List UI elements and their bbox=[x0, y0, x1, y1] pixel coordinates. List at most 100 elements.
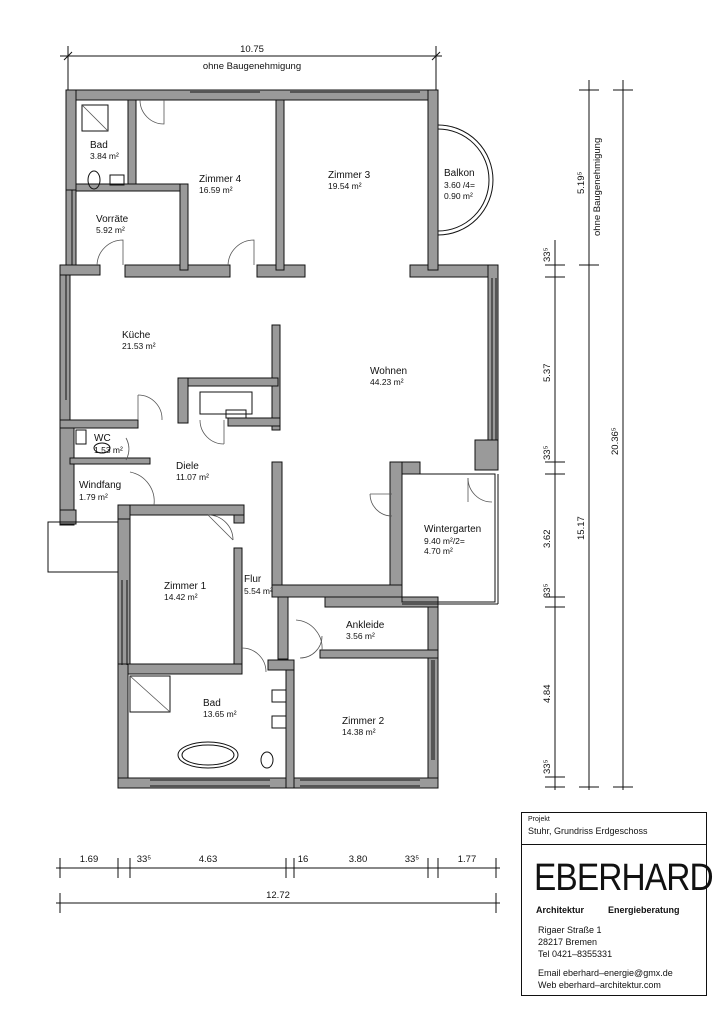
dimension-bottom: 1.69 33⁵ 4.63 16 3.80 33⁵ 1.77 12.72 bbox=[56, 854, 500, 913]
wall-wintergarten-left bbox=[389, 461, 403, 603]
room-name-diele: Diele bbox=[176, 461, 199, 472]
dim-right-inner-1: 33⁵ bbox=[542, 247, 553, 262]
phone: Tel 0421–8355331 bbox=[538, 949, 613, 959]
wall-bad-z2 bbox=[285, 659, 295, 789]
wall-z1-top bbox=[117, 504, 245, 516]
room-area-bad-top: 3.84 m² bbox=[90, 151, 119, 161]
room-area-kueche: 21.53 m² bbox=[122, 341, 156, 351]
windows bbox=[65, 91, 497, 787]
room-name-windfang: Windfang bbox=[79, 480, 121, 491]
room-area-wc: 1.53 m² bbox=[94, 445, 123, 455]
dim-right-inner-4: 3.62 bbox=[542, 530, 553, 549]
brand-logo: EBERHARD bbox=[534, 857, 714, 899]
brand-sub-right: Energieberatung bbox=[608, 905, 680, 915]
wall-diele-right bbox=[271, 461, 283, 588]
dim-right-inner-6: 4.84 bbox=[542, 685, 553, 704]
wall-windfang-right bbox=[117, 504, 131, 520]
wall-wohnen-corner bbox=[474, 439, 499, 471]
wall-ankleide-left bbox=[277, 596, 289, 660]
doors bbox=[96, 99, 493, 673]
sink-bottom-2-icon bbox=[271, 715, 287, 729]
wall-chimney-left bbox=[177, 377, 189, 424]
address-city: 28217 Bremen bbox=[538, 937, 598, 947]
wall-chimney-top bbox=[177, 377, 279, 387]
dim-right-outer-total: 20.36⁵ bbox=[610, 427, 621, 455]
dim-bottom-seg-4: 16 bbox=[298, 854, 309, 865]
dimension-right: 33⁵ 5.37 33⁵ 3.62 33⁵ 4.84 33⁵ 15.17 5.1… bbox=[542, 80, 633, 790]
room-name-wohnen: Wohnen bbox=[370, 366, 407, 377]
address-street: Rigaer Straße 1 bbox=[538, 925, 602, 935]
dim-bottom-seg-6: 33⁵ bbox=[405, 854, 420, 865]
room-area-ankleide: 3.56 m² bbox=[346, 631, 375, 641]
toilet-top-icon bbox=[87, 170, 101, 190]
wall-z3-z4 bbox=[275, 99, 285, 271]
room-labels: Bad 3.84 m² Zimmer 4 16.59 m² Zimmer 3 1… bbox=[79, 140, 481, 737]
wall-right-upper bbox=[427, 89, 439, 271]
sink-bottom-1-icon bbox=[271, 689, 287, 703]
dim-right-outer-top: 5.19⁵ bbox=[576, 172, 587, 194]
wall-wohnen-bottom bbox=[271, 584, 403, 598]
walls bbox=[59, 89, 499, 789]
shower-bottom-icon bbox=[129, 675, 171, 713]
room-area-zimmer-4: 16.59 m² bbox=[199, 185, 233, 195]
wall-kitchen-bottom bbox=[59, 419, 139, 429]
wall-left-kitchen bbox=[59, 264, 71, 426]
dim-right-inner-5: 33⁵ bbox=[542, 583, 553, 598]
room-area-zimmer-1: 14.42 m² bbox=[164, 592, 198, 602]
dim-bottom-seg-1: 1.69 bbox=[80, 854, 99, 865]
dim-bottom-seg-3: 4.63 bbox=[199, 854, 218, 865]
dim-top-note: ohne Baugenehmigung bbox=[203, 61, 301, 72]
wall-z1-top-stub bbox=[233, 514, 245, 524]
room-area-wintergarten: 9.40 m²/2= bbox=[424, 536, 465, 546]
sink-top-icon bbox=[109, 174, 125, 186]
brand-sub-left: Architektur bbox=[536, 905, 585, 915]
dim-bottom-seg-7: 1.77 bbox=[458, 854, 477, 865]
room-area2-balkon: 0.90 m² bbox=[444, 191, 473, 201]
wall-windfang-corner bbox=[59, 509, 77, 525]
room-area-windfang: 1.79 m² bbox=[79, 492, 108, 502]
project-name: Stuhr, Grundriss Erdgeschoss bbox=[528, 826, 648, 836]
wall-kitchen-top-left bbox=[59, 264, 101, 276]
fixtures bbox=[75, 104, 287, 769]
room-name-bad-bottom: Bad bbox=[203, 698, 221, 709]
wc-toilet-icon bbox=[93, 442, 111, 454]
title-block: Projekt Stuhr, Grundriss Erdgeschoss EBE… bbox=[521, 812, 714, 996]
room-name-flur: Flur bbox=[244, 574, 262, 585]
wc-sink-icon bbox=[75, 429, 87, 445]
wall-left-vorraete bbox=[65, 189, 77, 271]
balkon-outline bbox=[437, 124, 494, 236]
project-row: Projekt Stuhr, Grundriss Erdgeschoss bbox=[522, 813, 706, 845]
room-area-vorraete: 5.92 m² bbox=[96, 225, 125, 235]
dim-bottom-total: 12.72 bbox=[266, 890, 290, 901]
room-area-flur: 5.54 m² bbox=[244, 586, 273, 596]
wall-chimney-bottom bbox=[227, 417, 281, 427]
wall-left-upper bbox=[65, 89, 77, 191]
toilet-bottom-icon bbox=[260, 751, 274, 769]
room-name-zimmer-4: Zimmer 4 bbox=[199, 174, 242, 185]
wall-z1-right bbox=[233, 547, 243, 674]
wall-wohnen-top bbox=[409, 264, 499, 278]
room-name-balkon: Balkon bbox=[444, 168, 475, 179]
dimension-top: 10.75 ohne Baugenehmigung bbox=[60, 44, 442, 90]
room-area-wohnen: 44.23 m² bbox=[370, 377, 404, 387]
room-name-bad-top: Bad bbox=[90, 140, 108, 151]
room-name-vorraete: Vorräte bbox=[96, 214, 129, 225]
wall-z1-left bbox=[117, 504, 131, 666]
wall-wc-bottom bbox=[69, 457, 151, 465]
room-name-wintergarten: Wintergarten bbox=[424, 524, 481, 535]
dim-bottom-seg-5: 3.80 bbox=[349, 854, 368, 865]
room-area-zimmer-3: 19.54 m² bbox=[328, 181, 362, 191]
room-name-kueche: Küche bbox=[122, 330, 151, 341]
bathtub-icon bbox=[177, 741, 239, 769]
room-name-wc: WC bbox=[94, 433, 111, 444]
room-area-bad-bottom: 13.65 m² bbox=[203, 709, 237, 719]
wall-bad-left bbox=[117, 663, 129, 789]
room-name-ankleide: Ankleide bbox=[346, 620, 385, 631]
wintergarten-glazing bbox=[401, 473, 499, 605]
wall-flur-bottom bbox=[267, 659, 295, 671]
wall-vorraete-top bbox=[75, 183, 181, 192]
room-area-diele: 11.07 m² bbox=[176, 472, 209, 482]
wall-ankleide-bottom bbox=[319, 649, 439, 659]
wall-kitchen-top-mid bbox=[124, 264, 231, 278]
